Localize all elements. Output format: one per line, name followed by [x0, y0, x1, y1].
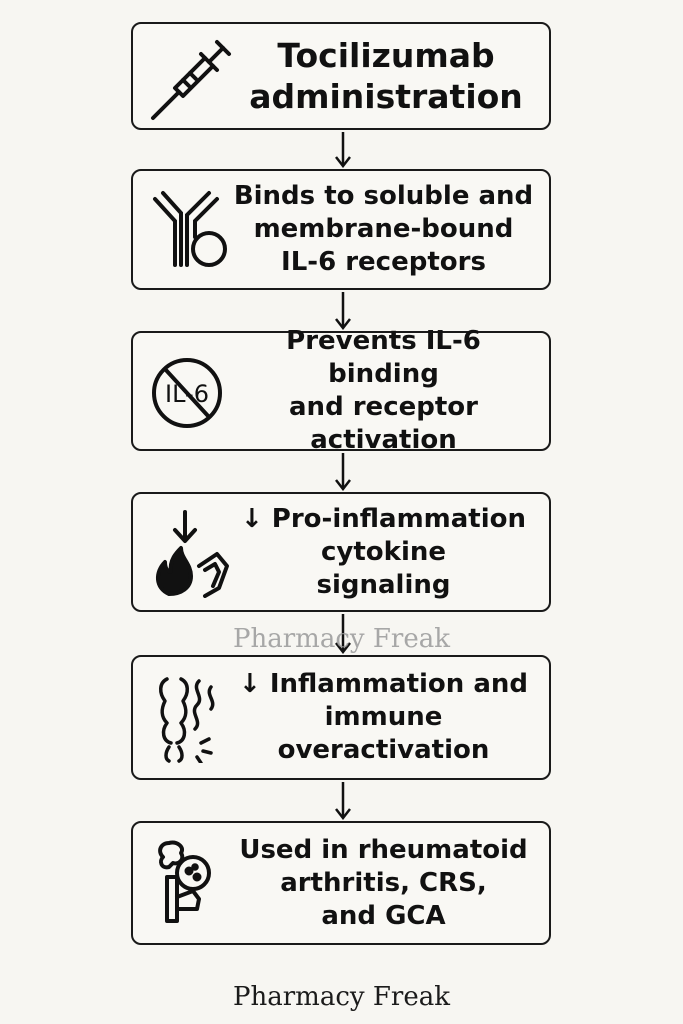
antibody-icon — [147, 185, 237, 275]
arrow-5 — [333, 782, 353, 820]
step-1-text: Tocilizumab administration — [249, 36, 523, 116]
step-6-box: Used in rheumatoid arthritis, CRS, and G… — [131, 821, 551, 945]
step-2-text: Binds to soluble and membrane-bound IL-6… — [233, 181, 534, 277]
arrow-3 — [333, 453, 353, 491]
arrow-4 — [333, 614, 353, 654]
step-2-box: Binds to soluble and membrane-bound IL-6… — [131, 169, 551, 290]
step-1-box: Tocilizumab administration — [131, 22, 551, 130]
bone-cell-icon — [147, 837, 237, 927]
inflammation-decrease-icon — [147, 508, 237, 598]
footer-brand: Pharmacy Freak — [233, 982, 450, 1012]
step-4-text: ↓ Pro-inflammation cytokine signaling — [240, 503, 527, 600]
arrow-2 — [333, 292, 353, 330]
arrow-1 — [333, 132, 353, 168]
step-5-box: ↓ Inflammation and immune overactivation — [131, 655, 551, 780]
step-3-box: IL-6 Prevents IL-6 binding and receptor … — [131, 326, 551, 455]
step-6-text: Used in rheumatoid arthritis, CRS, and G… — [239, 834, 528, 931]
watermark: Pharmacy Freak — [233, 624, 450, 654]
il6-label: IL-6 — [165, 380, 209, 408]
joint-icon — [147, 673, 237, 765]
no-il6-icon: IL-6 — [147, 349, 237, 439]
step-3-text: Prevents IL-6 binding and receptor activ… — [286, 326, 481, 455]
syringe-icon — [147, 34, 237, 124]
step-5-text: ↓ Inflammation and immune overactivation — [239, 669, 528, 765]
step-4-box: ↓ Pro-inflammation cytokine signaling — [131, 492, 551, 612]
